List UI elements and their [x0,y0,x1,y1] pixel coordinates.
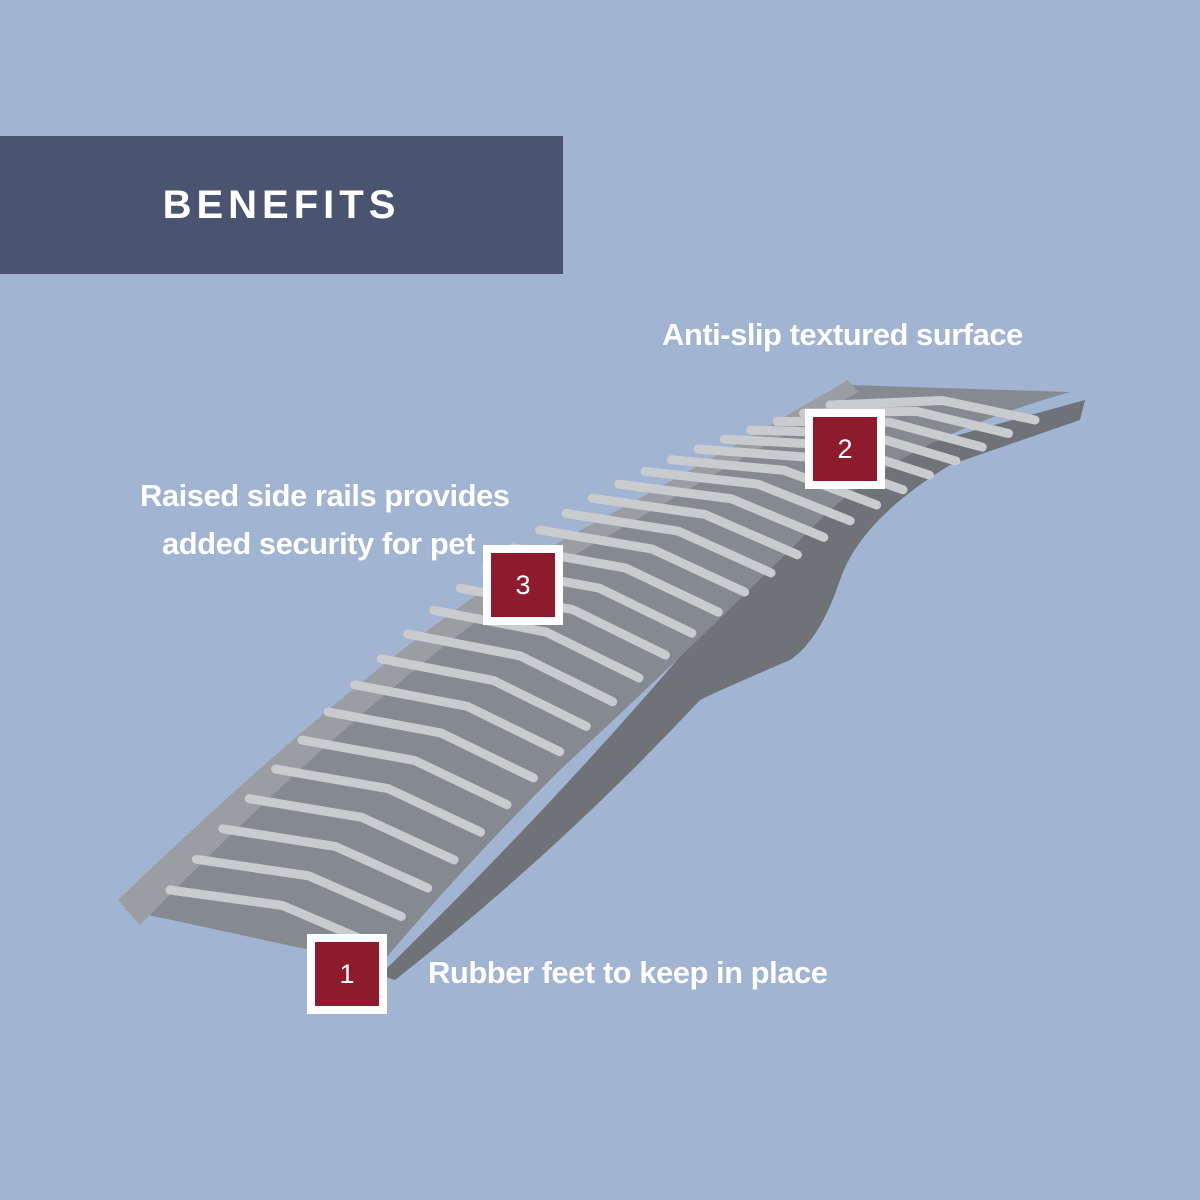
ramp-slat [350,680,565,757]
benefits-banner: BENEFITS [0,136,563,274]
ramp-slat [825,395,1040,425]
ramp-slat [614,479,829,542]
callout-1-text: Rubber feet to keep in place [428,955,828,990]
ramp-slat [561,508,776,578]
ramp-slat [587,493,802,560]
ramp-slat [297,735,512,810]
ramp-side [380,400,1085,980]
ramp-slat [323,707,538,783]
ramp-left-rail [118,380,858,925]
banner-title: BENEFITS [162,182,401,227]
marker-2: 2 [805,409,885,489]
ramp-slat [244,794,459,865]
ramp-slat [165,885,380,950]
ramp-slat [429,605,644,683]
marker-1: 1 [307,934,387,1014]
ramp-slat [191,854,406,921]
ramp-slat [640,466,855,526]
ramp-slat [667,455,882,510]
ramp-slat [271,764,486,837]
callout-2-text: Anti-slip textured surface [662,317,1023,352]
ramp-slat [218,824,433,893]
callout-3-text-line1: Raised side rails provides [140,478,510,513]
callout-3-text-line2: added security for pet [162,526,475,561]
ramp-slat [376,654,591,731]
marker-3: 3 [483,545,563,625]
ramp-slat [535,525,750,597]
ramp-slat [403,629,618,707]
